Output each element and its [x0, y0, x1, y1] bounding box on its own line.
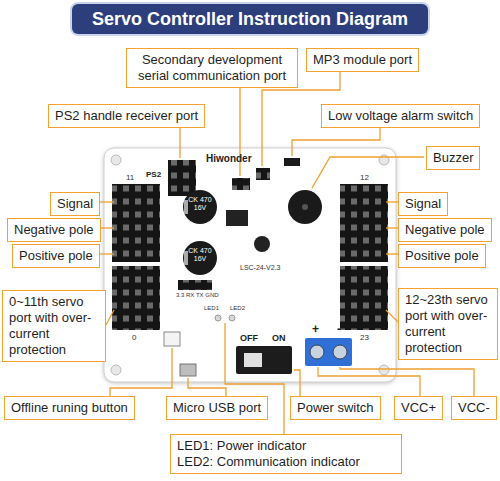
title-text: Servo Controller Instruction Diagram: [92, 9, 408, 29]
callout-text: VCC+: [401, 400, 436, 416]
callout-box: Power switch: [290, 396, 381, 420]
callout-box: Positive pole: [12, 244, 100, 268]
callout-text: Negative pole: [14, 222, 94, 238]
callout-box: Signal: [398, 192, 448, 216]
board-label: PS2: [146, 170, 161, 179]
board-label: LED1: [204, 305, 219, 312]
callout-text: Negative pole: [405, 222, 485, 238]
callout-box: Offline runing button: [4, 396, 135, 420]
board-label: 12: [360, 173, 369, 182]
callout-box: VCC+: [394, 396, 443, 420]
callout-text: PS2 handle receiver port: [55, 108, 198, 124]
callout-text: 0~11th servo port with over-current prot…: [9, 294, 99, 358]
board-label: 3.3 RX TX GND: [176, 292, 219, 299]
callout-text: Buzzer: [433, 150, 473, 166]
callout-box: 0~11th servo port with over-current prot…: [2, 290, 106, 362]
board-label: 0: [132, 333, 136, 342]
board-label: LSC-24-V2.3: [240, 264, 280, 272]
callout-box: MP3 module port: [306, 48, 419, 72]
callout-text: Low voltage alarm switch: [328, 108, 473, 124]
callout-box: LED1: Power indicatorLED2: Communication…: [170, 434, 402, 474]
board-label: CK 470 16V: [187, 196, 213, 212]
callout-text: Signal: [405, 196, 441, 212]
servo-headers: [112, 184, 388, 330]
callout-text: Offline runing button: [11, 400, 128, 416]
board-label: 23: [360, 333, 369, 342]
callout-text: VCC-: [458, 400, 490, 416]
callout-box: 12~23th servo port with over-current pro…: [398, 288, 498, 360]
components: [164, 158, 352, 376]
callout-box: Secondary development serial communicati…: [126, 48, 298, 88]
callout-text: Micro USB port: [173, 400, 261, 416]
board-label: 11: [126, 173, 134, 182]
callout-text: MP3 module port: [313, 52, 412, 68]
callout-text: LED2: Communication indicator: [177, 454, 395, 470]
board-label: -: [337, 322, 341, 336]
board-label: ON: [272, 333, 286, 343]
callout-box: Low voltage alarm switch: [321, 104, 480, 128]
callout-text: Power switch: [297, 400, 374, 416]
callout-box: PS2 handle receiver port: [48, 104, 205, 128]
board-label: LED2: [230, 305, 245, 312]
callout-text: Positive pole: [19, 248, 93, 264]
callout-text: 12~23th servo port with over-current pro…: [405, 292, 491, 356]
callout-text: Signal: [57, 196, 93, 212]
callout-box: Micro USB port: [166, 396, 268, 420]
callout-text: Secondary development serial communicati…: [133, 52, 291, 84]
callout-text: Positive pole: [405, 248, 479, 264]
callout-box: Buzzer: [426, 146, 480, 170]
callout-box: Positive pole: [398, 244, 486, 268]
board-label: OFF: [240, 333, 258, 343]
callout-box: Negative pole: [7, 218, 101, 242]
callout-box: VCC-: [451, 396, 497, 420]
pcb-board: [104, 148, 396, 382]
board-label: CK 470 16V: [187, 247, 213, 263]
board-label: +: [312, 322, 319, 336]
board-label: Hiwonder: [206, 153, 252, 165]
callout-box: Signal: [50, 192, 100, 216]
callout-text: LED1: Power indicator: [177, 438, 395, 454]
title-banner: Servo Controller Instruction Diagram: [72, 4, 428, 34]
callout-box: Negative pole: [398, 218, 492, 242]
